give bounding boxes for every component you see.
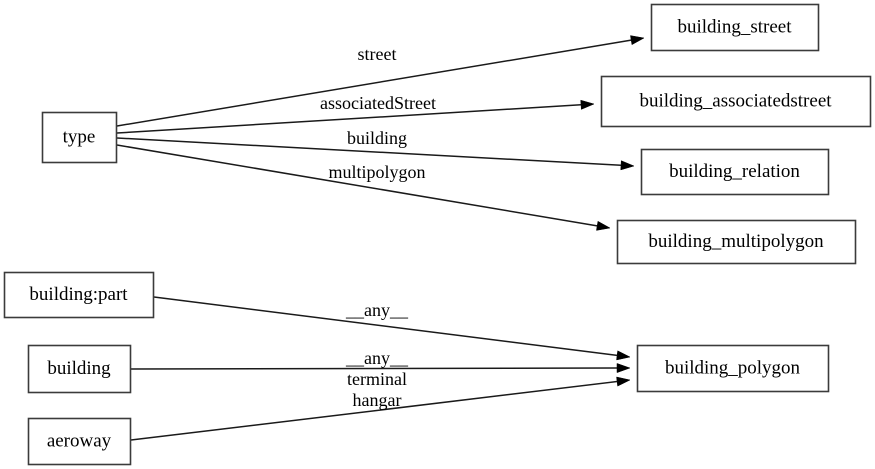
edge-type-to-building_multipolygon: [116, 144, 611, 231]
edge-label-group: associatedStreet: [320, 93, 436, 113]
edge-label: terminal: [347, 369, 407, 389]
node-label: building_multipolygon: [648, 231, 824, 252]
edge-line: [130, 367, 618, 370]
arrow-head-icon: [620, 160, 635, 171]
edge-label: street: [358, 44, 397, 64]
edge-line: [116, 144, 598, 227]
edge-aeroway-to-building_polygon: [130, 376, 631, 441]
edge-label: multipolygon: [328, 162, 425, 182]
node-aeroway[interactable]: aeroway: [27, 417, 132, 466]
node-building[interactable]: building: [27, 344, 132, 394]
node-label: building_associatedstreet: [639, 90, 832, 111]
edge-line: [116, 137, 622, 167]
node-box[interactable]: [640, 148, 830, 196]
node-box[interactable]: [3, 271, 155, 319]
node-label: building: [47, 358, 111, 379]
edge-label-group: street: [358, 44, 397, 64]
edge-building_part-to-building_polygon: [153, 296, 631, 361]
node-type[interactable]: type: [41, 111, 118, 164]
node-label: building_polygon: [665, 357, 801, 378]
node-box[interactable]: [650, 3, 820, 52]
node-box[interactable]: [600, 75, 872, 128]
node-building_multipolygon[interactable]: building_multipolygon: [616, 219, 857, 265]
edge-labels-layer: street associatedStreet building multipolyg…: [320, 44, 436, 410]
edge-label-group: __any__: [345, 300, 409, 320]
edge-line: [130, 380, 618, 441]
edge-building-to-building_polygon: [130, 363, 631, 373]
node-building_street[interactable]: building_street: [650, 3, 820, 52]
arrow-head-icon: [616, 376, 631, 387]
node-box[interactable]: [636, 344, 830, 393]
node-building_relation[interactable]: building_relation: [640, 148, 830, 196]
edges-layer: [116, 35, 645, 441]
arrow-head-icon: [616, 363, 631, 373]
node-label: type: [63, 126, 96, 147]
node-box[interactable]: [27, 344, 132, 394]
edge-label: __any__: [345, 348, 409, 368]
edge-label: __any__: [345, 300, 409, 320]
node-box[interactable]: [41, 111, 118, 164]
edge-label: hangar: [353, 390, 402, 410]
edge-line: [116, 39, 632, 127]
nodes-layer: type building_street building_associatedst…: [3, 3, 872, 466]
edge-line: [153, 296, 618, 357]
node-box[interactable]: [27, 417, 132, 466]
edge-type-to-building_street: [116, 35, 645, 127]
edge-label: associatedStreet: [320, 93, 436, 113]
edge-label-group: multipolygon: [328, 162, 425, 182]
node-label: building:part: [29, 284, 128, 305]
node-building_polygon[interactable]: building_polygon: [636, 344, 830, 393]
arrow-head-icon: [596, 220, 611, 231]
edge-label: building: [347, 128, 407, 148]
arrow-head-icon: [616, 350, 631, 361]
arrow-head-icon: [580, 99, 595, 110]
edge-line: [116, 104, 582, 134]
edge-label-group: __any__: [345, 348, 409, 368]
edge-label-group: building: [347, 128, 407, 148]
edge-type-to-building_associatedstreet: [116, 99, 595, 134]
edge-type-to-building_relation: [116, 137, 635, 171]
node-label: aeroway: [47, 430, 112, 451]
arrow-head-icon: [630, 35, 645, 46]
node-building_part[interactable]: building:part: [3, 271, 155, 319]
node-box[interactable]: [616, 219, 857, 265]
node-label: building_street: [678, 16, 793, 37]
node-label: building_relation: [669, 161, 800, 182]
node-building_associatedstreet[interactable]: building_associatedstreet: [600, 75, 872, 128]
